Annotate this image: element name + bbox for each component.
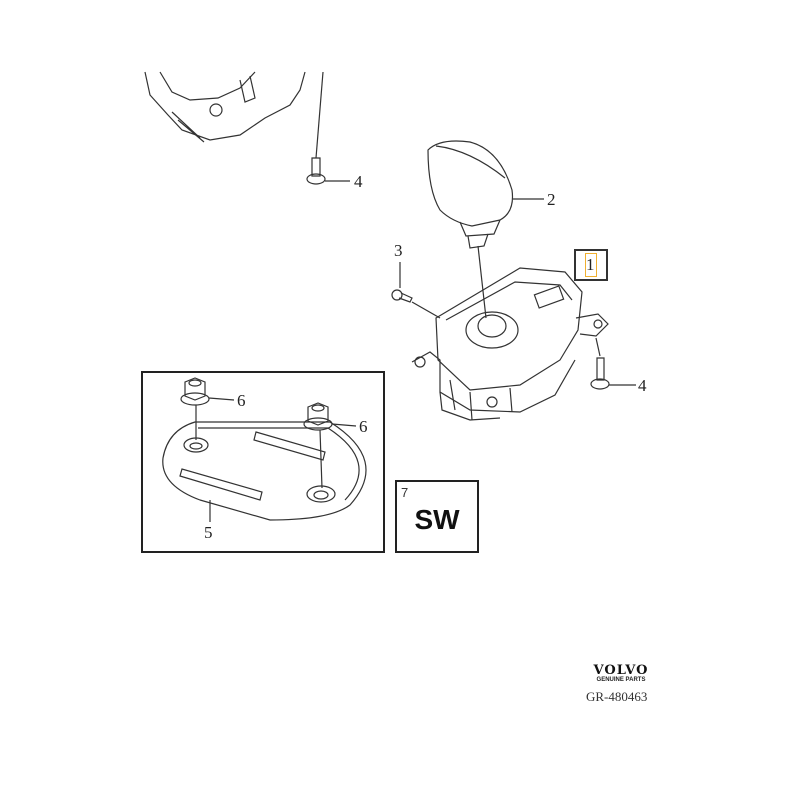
shift-knob-drawing[interactable]: [427, 140, 514, 249]
volvo-logo: VOLVO: [593, 663, 649, 678]
callout-2[interactable]: 2: [547, 190, 556, 209]
diagram-reference: GR-480463: [586, 689, 648, 704]
callout-4-right[interactable]: 4: [638, 376, 647, 395]
callout-1-frame: 1: [574, 249, 608, 281]
stud-pin-right-drawing[interactable]: [590, 357, 610, 390]
callout-1[interactable]: 1: [586, 255, 595, 274]
callout-3[interactable]: 3: [394, 241, 403, 260]
callout-7: 7: [401, 485, 409, 500]
callout-6-left[interactable]: 6: [237, 391, 246, 410]
screw-drawing[interactable]: [391, 289, 413, 303]
selector-module-drawing[interactable]: [411, 267, 609, 421]
flange-nut-left-drawing[interactable]: [180, 377, 210, 406]
callout-1-highlight: [585, 253, 597, 277]
software-box[interactable]: 7 SW: [395, 480, 479, 553]
stud-pin-upper-drawing[interactable]: [306, 157, 326, 185]
callout-6-right[interactable]: 6: [359, 417, 368, 436]
cover-plate-drawing[interactable]: [162, 421, 367, 521]
cover-plate-inset-frame: [141, 371, 385, 553]
genuine-parts-tagline: GENUINE PARTS: [596, 677, 646, 683]
callout-4-upper[interactable]: 4: [354, 172, 363, 191]
software-label: SW: [414, 504, 460, 535]
callout-5[interactable]: 5: [204, 523, 213, 542]
housing-partial-drawing[interactable]: [144, 71, 306, 143]
